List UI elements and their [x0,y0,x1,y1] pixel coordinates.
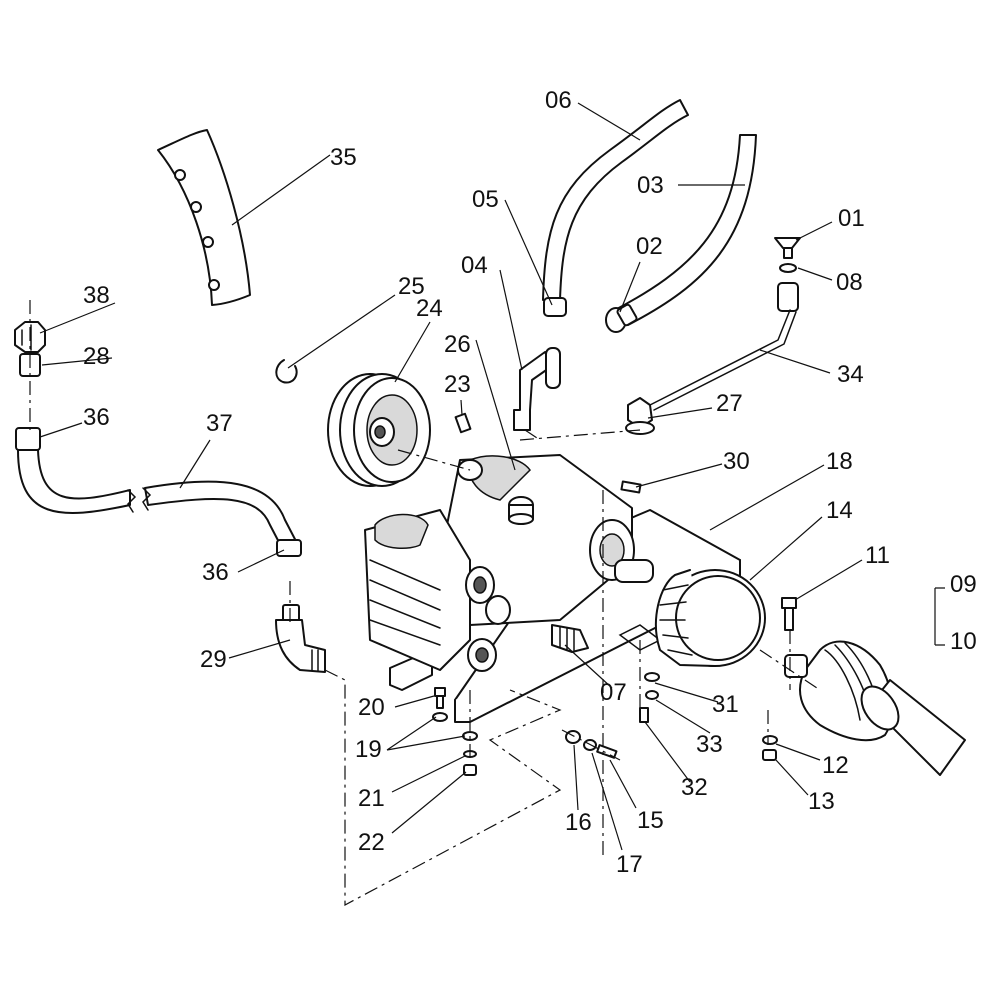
fitting-27 [625,397,655,435]
callout-29: 29 [200,646,227,673]
callout-23: 23 [444,371,471,398]
callout-24: 24 [416,295,443,322]
callout-14: 14 [826,497,853,524]
hose-03 [614,134,757,326]
hose-clamp-36a [15,427,41,451]
bolt-20 [432,687,448,722]
callout-06: 06 [545,87,572,114]
callout-36-upper: 36 [83,404,110,431]
leader-lines [39,102,945,851]
callout-13: 13 [808,788,835,815]
callout-27: 27 [716,390,743,417]
callout-21: 21 [358,785,385,812]
callout-08: 08 [836,269,863,296]
pump-body [364,454,654,672]
callout-09: 09 [950,571,977,598]
callout-18: 18 [826,448,853,475]
callout-16: 16 [565,809,592,836]
elbow-29 [275,604,326,673]
nipple-07 [551,624,589,653]
callout-38: 38 [83,282,110,309]
callout-32: 32 [681,774,708,801]
callout-11: 11 [865,542,890,569]
callout-05: 05 [472,186,499,213]
elbow-fitting-04 [513,347,561,431]
callout-07: 07 [600,679,627,706]
callout-30: 30 [723,448,750,475]
bolt-11 [781,597,797,631]
hose-clamp-05 [543,297,567,317]
callout-34: 34 [837,361,864,388]
callout-17: 17 [616,851,643,878]
callout-25: 25 [398,273,425,300]
bolt-15 [596,744,618,759]
suction-hose-37 [17,449,299,549]
callout-33: 33 [696,731,723,758]
callout-03: 03 [637,172,664,199]
callout-04: 04 [461,252,488,279]
callout-10: 10 [950,628,977,655]
callout-28: 28 [83,343,110,370]
callout-19: 19 [355,736,382,763]
callout-31: 31 [712,691,739,718]
nut-22 [463,764,477,776]
pulley-24 [327,373,431,487]
washer-08 [779,263,797,273]
key-30 [620,480,642,494]
pto-shaft-09-10 [784,640,966,776]
hose-clamp-36b [276,539,302,557]
assembly-lines [29,300,821,907]
nut-13 [762,749,777,761]
callout-12: 12 [822,752,849,779]
callout-labels: 01 02 03 04 05 06 07 08 09 10 11 12 13 1… [83,87,977,878]
callout-35: 35 [330,144,357,171]
bolt-32 [639,707,649,723]
bell-housing-14 [654,569,766,667]
callout-37: 37 [206,410,233,437]
callout-26: 26 [444,331,471,358]
callout-01: 01 [838,205,865,232]
washer-33 [645,690,659,700]
circlip-25 [275,359,298,384]
oil-tube-34 [649,282,799,411]
callout-02: 02 [636,233,663,260]
callout-15: 15 [637,807,664,834]
hand-grip-35 [157,129,251,306]
hose-06 [542,99,689,301]
callout-36-lower: 36 [202,559,229,586]
screw-01 [774,237,801,259]
washer-12 [762,735,778,745]
washer-31 [644,672,660,682]
callout-22: 22 [358,829,385,856]
key-23 [454,412,472,434]
callout-20: 20 [358,694,385,721]
